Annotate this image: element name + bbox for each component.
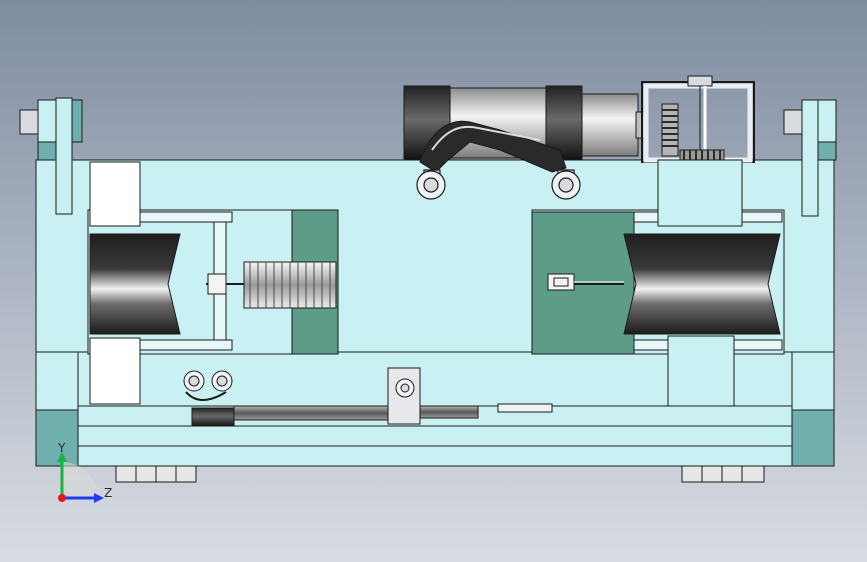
triad-quadrant bbox=[62, 462, 98, 498]
x-axis-dot bbox=[58, 494, 66, 502]
right-roller-window bbox=[531, 159, 785, 407]
motor-icon bbox=[403, 85, 647, 173]
left-foot bbox=[115, 465, 197, 483]
lower-actuator bbox=[183, 367, 553, 427]
z-axis-label: Z bbox=[104, 486, 112, 500]
gear-bracket bbox=[641, 75, 755, 163]
eye-bolt-left bbox=[416, 169, 446, 200]
spring-icon bbox=[243, 261, 337, 309]
y-axis-label: Y bbox=[57, 441, 66, 455]
left-roller-window bbox=[87, 161, 339, 405]
eye-bolt-right bbox=[551, 169, 581, 200]
right-hinge-bracket bbox=[783, 99, 837, 217]
coordinate-triad: Y Z bbox=[57, 441, 112, 503]
roller-icon bbox=[623, 233, 781, 335]
left-hinge-bracket bbox=[19, 97, 83, 215]
left-end-block-dark bbox=[35, 409, 79, 467]
gear-icon bbox=[661, 103, 725, 161]
right-foot bbox=[681, 465, 765, 483]
right-end-block-dark bbox=[791, 409, 835, 467]
frame-base-inner bbox=[77, 425, 793, 447]
roller-icon bbox=[89, 233, 181, 335]
